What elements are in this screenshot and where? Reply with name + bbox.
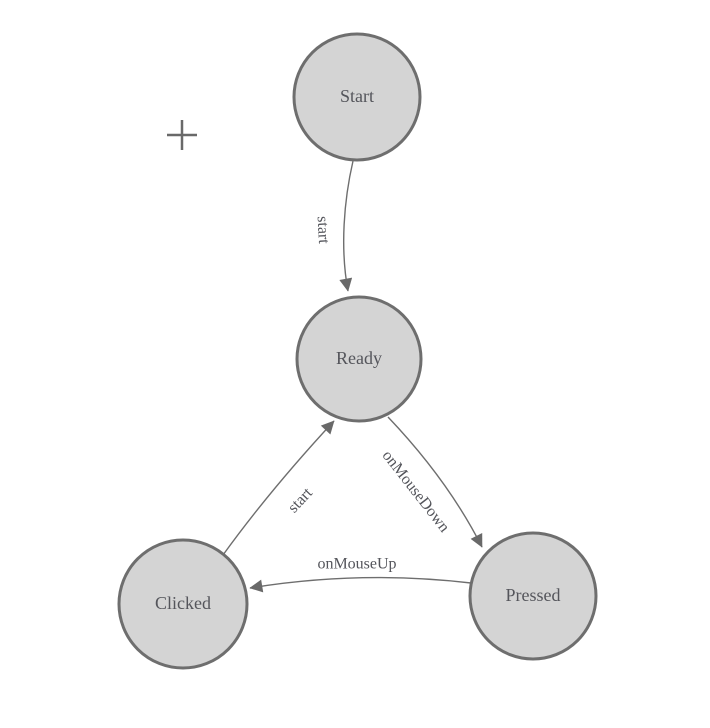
edge-label-onmouseup: onMouseUp <box>317 556 396 573</box>
node-ready-label: Ready <box>336 348 382 368</box>
node-start[interactable]: Start <box>292 32 422 162</box>
node-start-label: Start <box>340 86 374 106</box>
edge-clicked-to-ready[interactable] <box>222 420 335 556</box>
edge-start-to-ready[interactable] <box>339 160 354 292</box>
node-ready[interactable]: Ready <box>295 295 423 423</box>
node-clicked-circle[interactable] <box>117 538 249 670</box>
edge-label-start-top: start <box>314 216 332 245</box>
node-ready-circle[interactable] <box>295 295 423 423</box>
node-pressed[interactable]: Pressed <box>468 531 598 661</box>
node-pressed-label: Pressed <box>506 585 561 605</box>
edge-ready-to-pressed[interactable] <box>387 416 483 548</box>
edge-label-onmousedown: onMouseDown <box>379 447 453 535</box>
edge-label-start-left: start <box>285 484 317 516</box>
node-clicked[interactable]: Clicked <box>117 538 249 670</box>
edge-pressed-to-clicked[interactable] <box>249 576 472 593</box>
edge-group <box>222 160 483 593</box>
node-pressed-circle[interactable] <box>468 531 598 661</box>
crosshair-icon <box>167 120 197 150</box>
node-clicked-label: Clicked <box>155 593 211 613</box>
node-start-circle[interactable] <box>292 32 422 162</box>
